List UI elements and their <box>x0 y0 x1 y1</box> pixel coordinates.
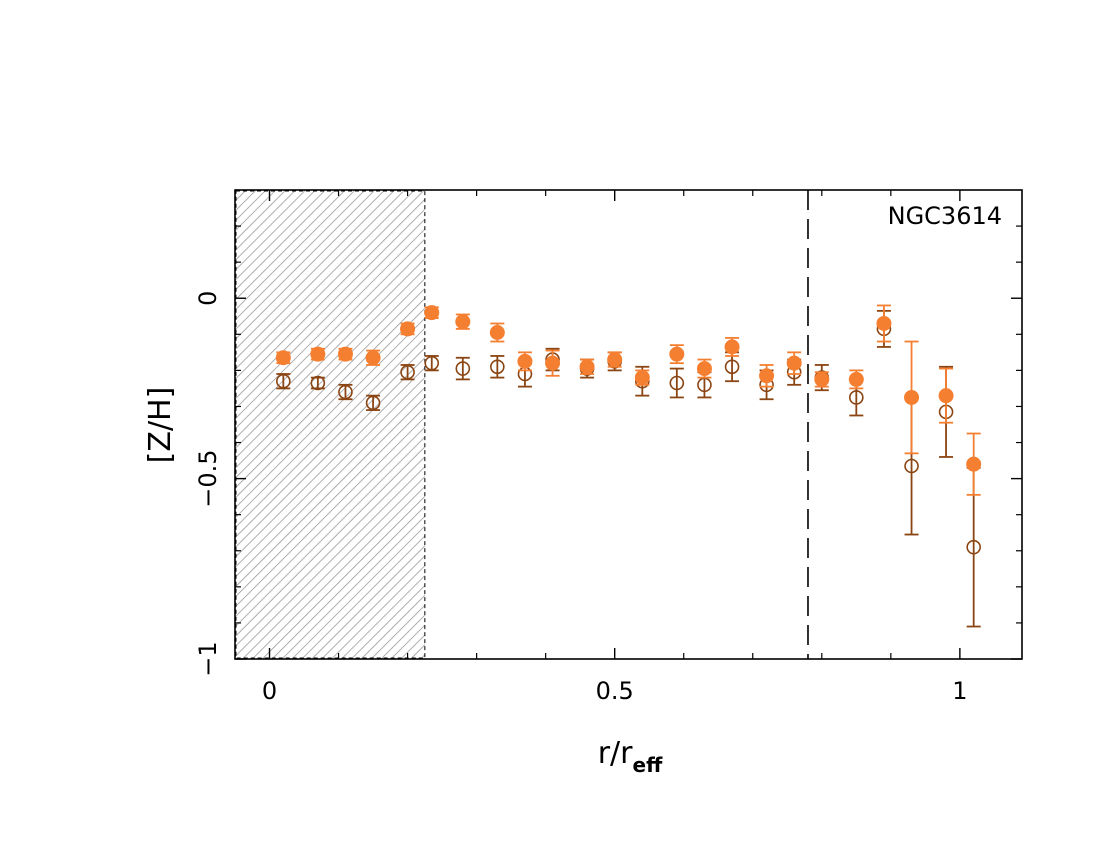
data-point-open <box>276 373 291 389</box>
data-point-filled <box>669 346 685 362</box>
x-axis-title-subscript: eff <box>633 753 664 777</box>
data-point-open <box>724 359 740 375</box>
data-series-layer <box>275 304 982 628</box>
data-point-filled <box>455 314 471 330</box>
excluded-region-layer <box>235 190 426 659</box>
data-point-filled <box>365 350 381 366</box>
data-point-open <box>966 539 981 555</box>
data-point-filled <box>696 361 712 377</box>
data-point-filled <box>904 389 920 405</box>
data-point-filled <box>724 339 740 355</box>
data-point-filled <box>814 371 830 387</box>
data-point-open <box>424 355 440 371</box>
data-point-filled <box>517 353 533 369</box>
x-tick-label: 1 <box>952 677 967 705</box>
data-point-filled <box>400 321 416 337</box>
tick-labels-layer: 0 0.5 1 0 −0.5 −1 <box>194 291 968 705</box>
data-point-open <box>338 384 353 400</box>
x-axis-title: r/reff <box>598 736 663 777</box>
data-point-open <box>849 390 864 405</box>
data-point-filled <box>337 346 353 362</box>
x-tick-label: 0 <box>262 677 277 705</box>
data-point-filled <box>579 359 595 375</box>
data-point-filled <box>489 325 505 341</box>
data-point-filled <box>275 350 291 366</box>
data-point-filled <box>634 370 650 386</box>
x-tick-label: 0.5 <box>596 677 634 705</box>
data-point-open <box>310 375 326 391</box>
data-point-filled <box>938 388 954 404</box>
data-point-open <box>490 359 505 375</box>
data-point-filled <box>759 368 775 384</box>
hatched-region <box>235 190 425 659</box>
plot-frame <box>234 189 1023 660</box>
data-point-open <box>455 361 471 376</box>
data-point-open <box>904 458 919 474</box>
y-tick-label: −1 <box>194 641 222 676</box>
data-point-filled <box>310 346 326 362</box>
data-point-filled <box>876 315 892 331</box>
series-filled <box>275 304 982 496</box>
data-point-filled <box>786 355 802 371</box>
y-tick-label: −0.5 <box>194 449 222 507</box>
x-axis-title-main: r/r <box>598 736 633 771</box>
hatched-region-border <box>235 190 426 659</box>
data-point-open <box>365 395 381 411</box>
data-point-filled <box>607 352 623 368</box>
data-point-filled <box>848 371 864 387</box>
data-point-filled <box>424 305 440 321</box>
galaxy-name-annotation: NGC3614 <box>888 202 1002 230</box>
data-point-filled <box>545 355 561 371</box>
data-point-open <box>400 364 415 380</box>
data-point-filled <box>966 456 982 472</box>
y-tick-label: 0 <box>194 291 222 306</box>
data-point-open <box>669 375 685 391</box>
y-axis-title: [Z/H] <box>143 387 178 464</box>
